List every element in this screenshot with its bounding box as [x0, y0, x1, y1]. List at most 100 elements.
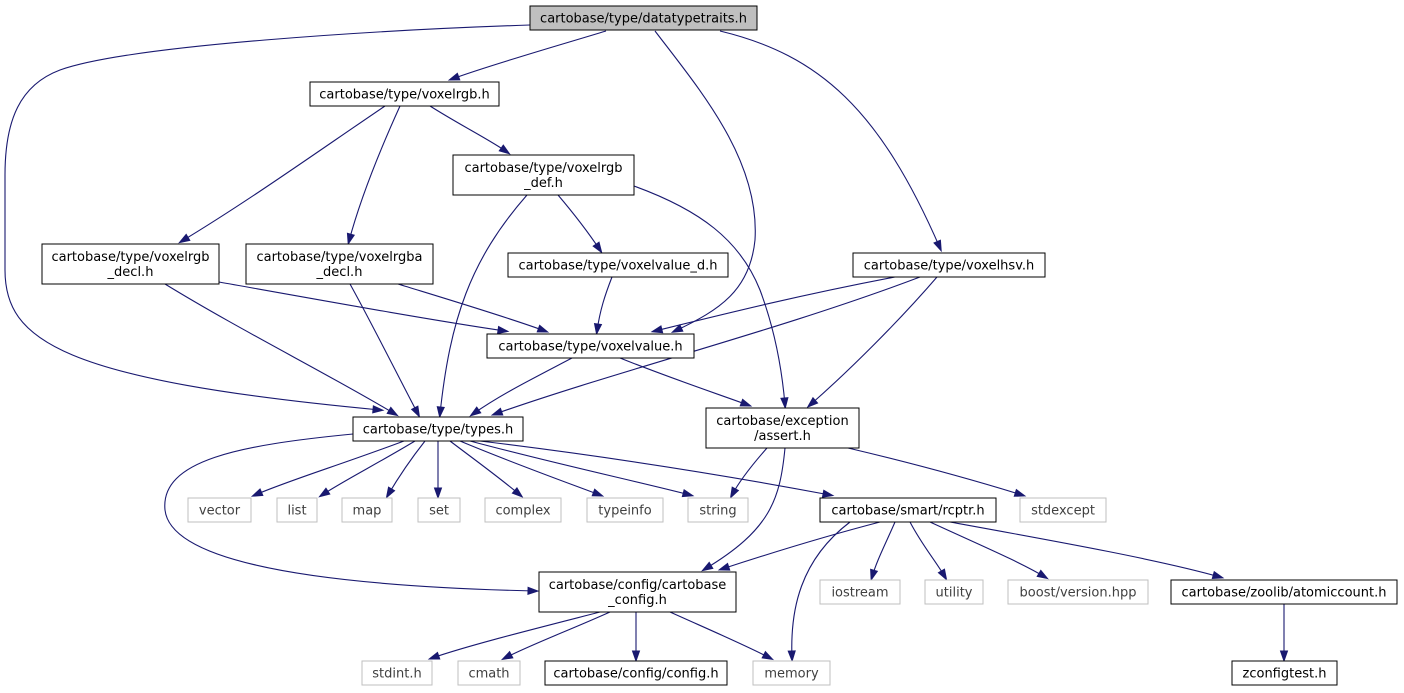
node-label: _config.h — [607, 593, 667, 608]
edge-line — [721, 521, 881, 570]
edge-line — [429, 105, 508, 153]
edge-cartobase_config-to-stdint — [427, 611, 601, 660]
edge-arrowhead — [821, 489, 835, 498]
edge-arrowhead — [670, 324, 684, 333]
node-memory: memory — [752, 660, 831, 686]
node-voxelrgba-decl[interactable]: cartobase/type/voxelrgba_decl.h — [245, 243, 434, 285]
edge-line — [557, 194, 601, 251]
edge-line — [349, 283, 419, 415]
node-label: _decl.h — [107, 265, 154, 280]
edge-line — [164, 433, 536, 592]
edge-voxelvalue-to-assert — [619, 357, 753, 407]
edge-line — [719, 30, 941, 249]
edge-voxelrgba_decl-to-types — [349, 283, 421, 419]
edge-line — [181, 105, 386, 242]
node-rcptr[interactable]: cartobase/smart/rcptr.h — [819, 497, 997, 523]
node-assert[interactable]: cartobase/exception/assert.h — [705, 407, 860, 449]
edge-arrowhead — [527, 586, 540, 596]
edge-cartobase_config-to-cmath — [500, 611, 611, 661]
edge-rcptr-to-atomiccount — [949, 521, 1225, 580]
edge-arrowhead — [1036, 569, 1049, 580]
node-complex: complex — [484, 497, 562, 523]
nodes-layer: cartobase/type/datatypetraits.h cartobase… — [41, 5, 1398, 686]
edge-line — [472, 357, 573, 415]
edge-rcptr-to-iostream — [870, 521, 896, 582]
node-label: string — [699, 504, 736, 519]
node-datatypetraits[interactable]: cartobase/type/datatypetraits.h — [529, 5, 758, 31]
edge-voxelvalue-to-types — [469, 357, 573, 417]
node-voxelrgb-def[interactable]: cartobase/type/voxelrgb_def.h — [452, 154, 635, 196]
edge-arrowhead — [447, 72, 461, 81]
node-box — [1007, 579, 1149, 605]
edge-line — [459, 440, 601, 496]
node-vector: vector — [187, 497, 252, 523]
node-config[interactable]: cartobase/config/config.h — [544, 660, 728, 686]
edge-voxelhsv-to-voxelvalue — [650, 276, 896, 334]
node-box — [41, 243, 220, 285]
edge-arrowhead — [729, 486, 740, 499]
node-label: utility — [936, 586, 973, 601]
node-voxelrgb-decl[interactable]: cartobase/type/voxelrgb_decl.h — [41, 243, 220, 285]
node-label: cartobase/type/types.h — [363, 423, 513, 438]
edge-arrowhead — [427, 651, 441, 660]
edge-arrowhead — [933, 239, 942, 253]
edge-arrowhead — [631, 650, 641, 663]
edge-arrowhead — [490, 407, 504, 416]
node-list: list — [276, 497, 318, 523]
edge-line — [929, 521, 1046, 578]
node-voxelvalue[interactable]: cartobase/type/voxelvalue.h — [486, 333, 695, 359]
node-zconfigtest[interactable]: zconfigtest.h — [1231, 660, 1338, 686]
edge-arrowhead — [410, 405, 421, 419]
node-box — [457, 660, 521, 686]
node-typeinfo: typeinfo — [586, 497, 664, 523]
edge-arrowhead — [1211, 570, 1225, 580]
edge-arrowhead — [433, 487, 443, 500]
edge-atomiccount-to-zconfigtest — [1279, 604, 1289, 663]
edge-line — [909, 521, 946, 578]
edge-types-to-complex — [449, 440, 524, 498]
node-cmath: cmath — [457, 660, 521, 686]
edge-arrowhead — [717, 562, 731, 571]
node-voxelhsv[interactable]: cartobase/type/voxelhsv.h — [852, 252, 1046, 278]
node-box — [819, 497, 997, 523]
edge-arrowhead — [372, 405, 385, 414]
edge-voxelrgb_decl-to-types — [164, 283, 399, 417]
node-box — [924, 579, 984, 605]
edge-line — [619, 357, 749, 406]
node-box — [819, 579, 901, 605]
edge-cartobase_config-to-memory — [669, 611, 775, 661]
node-box — [752, 660, 831, 686]
node-voxelvalue-d[interactable]: cartobase/type/voxelvalue_d.h — [507, 252, 729, 278]
node-types[interactable]: cartobase/type/types.h — [352, 416, 524, 442]
edge-types-to-vector — [250, 440, 405, 497]
node-atomiccount[interactable]: cartobase/zoolib/atomiccount.h — [1170, 579, 1398, 605]
node-cartobase-config[interactable]: cartobase/config/cartobase_config.h — [538, 571, 737, 613]
edge-line — [451, 30, 607, 80]
edge-voxelrgb_def-to-assert — [633, 185, 789, 410]
edge-voxelrgb_def-to-voxelvalue_d — [557, 194, 603, 254]
node-box — [245, 243, 434, 285]
node-box — [486, 333, 695, 359]
node-voxelrgb[interactable]: cartobase/type/voxelrgb.h — [309, 81, 500, 107]
edge-line — [949, 521, 1221, 578]
node-utility: utility — [924, 579, 984, 605]
edge-rcptr-to-memory — [787, 521, 851, 663]
edge-datatypetraits-to-voxelvalue — [654, 30, 756, 333]
node-box — [705, 407, 860, 449]
node-map: map — [341, 497, 393, 523]
edge-arrowhead — [780, 397, 789, 410]
edge-assert-to-string — [729, 447, 768, 499]
edge-line — [431, 611, 601, 659]
edge-line — [479, 440, 831, 496]
edge-arrowhead — [500, 650, 514, 661]
node-label: stdint.h — [372, 667, 421, 682]
edge-arrowhead — [386, 406, 399, 417]
edge-arrowhead — [591, 488, 605, 497]
node-box — [361, 660, 433, 686]
node-label: cartobase/smart/rcptr.h — [831, 504, 984, 519]
edge-line — [654, 276, 896, 332]
edge-datatypetraits-to-voxelhsv — [719, 30, 942, 253]
edge-line — [654, 30, 756, 332]
node-box — [852, 252, 1046, 278]
edge-rcptr-to-utility — [909, 521, 948, 581]
